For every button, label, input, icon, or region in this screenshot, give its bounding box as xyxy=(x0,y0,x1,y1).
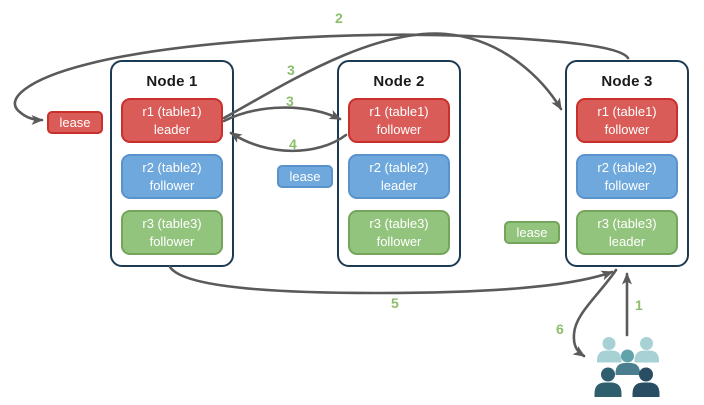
replica-role: follower xyxy=(376,233,422,249)
step-label-2: 2 xyxy=(335,10,343,26)
replica-role: leader xyxy=(153,121,191,137)
arrow-step-3-node1-to-node2 xyxy=(222,106,342,123)
step-label-5: 5 xyxy=(391,295,399,311)
node-2-replica-r2: r2 (table2) leader xyxy=(348,154,450,199)
node-2: Node 2 r1 (table1) follower r2 (table2) … xyxy=(337,60,461,267)
replica-role: follower xyxy=(376,121,422,137)
replica-name: r2 (table2) xyxy=(142,159,202,175)
replica-role: follower xyxy=(149,177,195,193)
node-2-title: Node 2 xyxy=(373,73,425,90)
replica-role: leader xyxy=(380,177,418,193)
replica-name: r2 (table2) xyxy=(597,159,657,175)
node-1-replica-r2: r2 (table2) follower xyxy=(121,154,223,199)
arrow-step-6-node3-to-users xyxy=(572,268,618,358)
node-2-replica-r1: r1 (table1) follower xyxy=(348,98,450,143)
replica-name: r3 (table3) xyxy=(369,215,429,231)
node-3-title: Node 3 xyxy=(601,73,653,90)
step-label-3b: 3 xyxy=(286,93,294,109)
arrow-step-2-node3-to-lease1 xyxy=(13,33,630,125)
replica-role: leader xyxy=(608,233,646,249)
replica-role: follower xyxy=(149,233,195,249)
users-group-icon xyxy=(594,337,660,397)
node-3: Node 3 r1 (table1) follower r2 (table2) … xyxy=(565,60,689,267)
node-3-replica-r2: r2 (table2) follower xyxy=(576,154,678,199)
replica-role: follower xyxy=(604,121,650,137)
node-1-replica-r3: r3 (table3) follower xyxy=(121,210,223,255)
node-2-replica-r3: r3 (table3) follower xyxy=(348,210,450,255)
replica-name: r3 (table3) xyxy=(142,215,202,231)
step-label-1: 1 xyxy=(635,297,643,313)
lease-tag-table3: lease xyxy=(504,221,560,244)
arrow-step-5-node1-to-node3 xyxy=(168,265,614,295)
replica-name: r1 (table1) xyxy=(142,103,202,119)
step-label-4: 4 xyxy=(289,136,297,152)
replica-name: r1 (table1) xyxy=(597,103,657,119)
node-3-replica-r3: r3 (table3) leader xyxy=(576,210,678,255)
replica-name: r1 (table1) xyxy=(369,103,429,119)
lease-tag-table1: lease xyxy=(47,111,103,134)
step-label-3a: 3 xyxy=(287,62,295,78)
node-1: Node 1 r1 (table1) leader r2 (table2) fo… xyxy=(110,60,234,267)
step-label-6: 6 xyxy=(556,321,564,337)
replica-name: r3 (table3) xyxy=(597,215,657,231)
replica-role: follower xyxy=(604,177,650,193)
lease-tag-table2: lease xyxy=(277,165,333,188)
node-3-replica-r1: r1 (table1) follower xyxy=(576,98,678,143)
node-1-replica-r1: r1 (table1) leader xyxy=(121,98,223,143)
replica-name: r2 (table2) xyxy=(369,159,429,175)
node-1-title: Node 1 xyxy=(146,73,198,90)
